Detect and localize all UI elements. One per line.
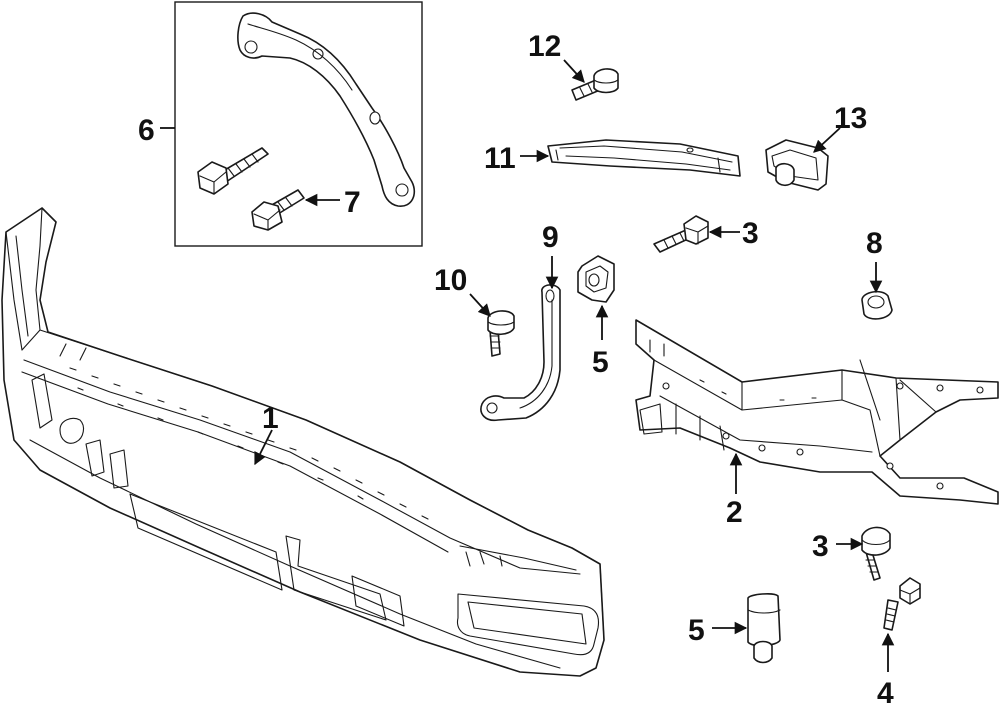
callout-1: 1	[262, 402, 279, 435]
part-5-sensor-lower	[747, 593, 781, 664]
callout-7: 7	[344, 186, 361, 219]
part-10-bolt	[487, 310, 515, 357]
leader-10	[469, 293, 491, 317]
callout-5-upper: 5	[592, 346, 609, 379]
part-6-bolt-upper	[197, 147, 269, 195]
part-5-clip-upper	[577, 255, 615, 303]
callout-4: 4	[877, 677, 894, 710]
callout-6: 6	[138, 114, 155, 147]
part-1-bumper	[1, 207, 605, 677]
part-3-bolt-lower	[861, 526, 891, 581]
leader-13	[813, 127, 841, 153]
callout-8: 8	[866, 227, 883, 260]
part-3-bolt-upper	[653, 215, 709, 253]
callout-13: 13	[834, 102, 867, 135]
callout-5-lower: 5	[688, 614, 705, 647]
part-13-clip	[765, 139, 829, 191]
leader-1	[254, 429, 273, 466]
leader-12	[563, 59, 585, 83]
part-11-strip	[547, 139, 741, 177]
callout-2: 2	[726, 496, 743, 529]
part-8-nut	[861, 290, 893, 320]
part-2-frame-bracket	[635, 319, 999, 505]
part-6-bracket	[237, 12, 416, 207]
callout-10: 10	[434, 264, 467, 297]
leader-lines	[254, 59, 895, 672]
part-12-bolt	[571, 68, 619, 101]
callout-11: 11	[484, 142, 516, 175]
callout-labels: 1 2 3 3 4 5 5 6 7 8 9 10 11 12 13	[138, 30, 894, 710]
callout-12: 12	[528, 30, 561, 63]
callout-3-upper: 3	[742, 217, 759, 250]
part-7-bolt	[251, 189, 305, 231]
callout-3-lower: 3	[812, 530, 829, 563]
part-9-bracket	[480, 284, 561, 422]
inset-box	[160, 1, 423, 247]
part-4-bolt	[883, 577, 921, 631]
callout-9: 9	[542, 221, 559, 254]
